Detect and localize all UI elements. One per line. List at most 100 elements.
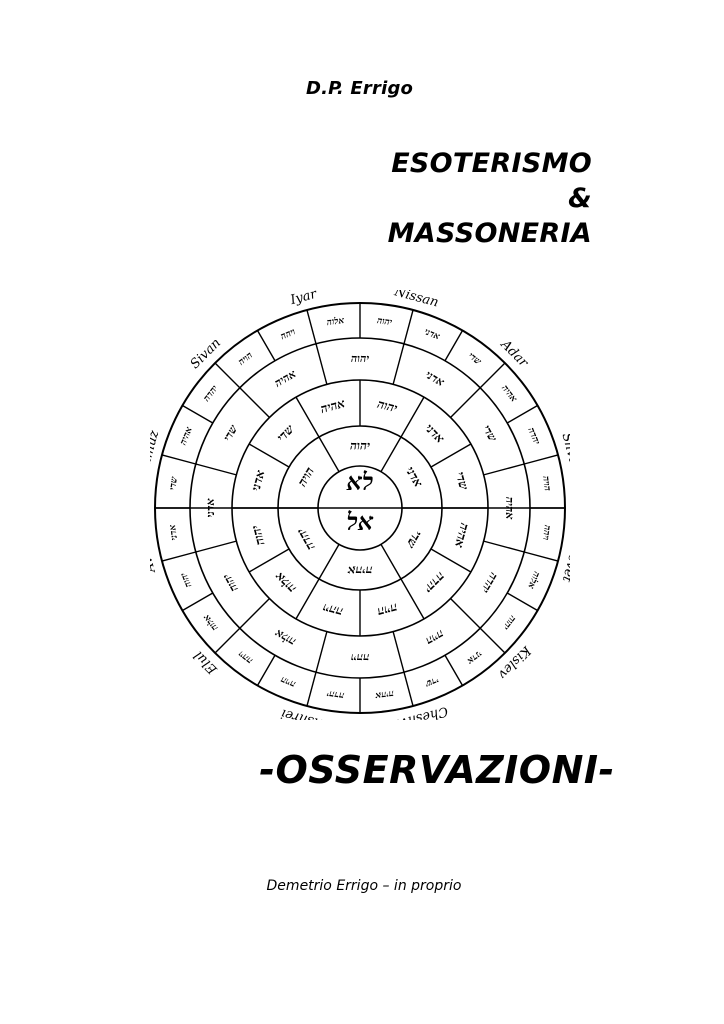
hebrew-glyph-cluster: הויה <box>237 351 255 368</box>
wheel-spoke <box>295 396 320 438</box>
hebrew-glyph-cluster: ויהה <box>279 327 297 342</box>
wheel-spoke <box>315 343 328 385</box>
hebrew-glyph-cluster: יהוה <box>179 570 194 588</box>
hebrew-glyph-cluster: יהוה <box>376 316 393 328</box>
author-name: D.P. Errigo <box>306 78 414 99</box>
hebrew-glyph-cluster: הויה <box>295 465 317 489</box>
wheel-spoke <box>479 362 506 389</box>
wheel-spoke <box>214 362 241 389</box>
hebrew-glyph-cluster: אלוה <box>272 569 299 596</box>
wheel-spoke <box>483 540 525 553</box>
month-label-iyar: Iyar <box>288 290 319 308</box>
wheel-spoke <box>380 544 402 580</box>
wheel-spoke <box>295 578 320 620</box>
calendar-wheel-svg: יהוהאדנישדיאהיהיהדההויהיהוהאדנישדיאהיהיה… <box>137 284 583 734</box>
hebrew-glyph-cluster: אדני <box>423 327 442 342</box>
wheel-spoke <box>479 627 506 654</box>
hebrew-glyph-cluster: אדני <box>422 421 447 446</box>
hebrew-glyph-cluster: הויה <box>376 601 399 620</box>
hebrew-glyph-cluster: אלוה <box>326 315 345 328</box>
hebrew-glyph-cluster: יהדה <box>326 688 345 700</box>
wheel-spoke <box>392 343 405 385</box>
hebrew-glyph-cluster: שדי <box>466 351 483 367</box>
wheel-spoke <box>306 672 317 707</box>
wheel-spoke <box>450 598 481 629</box>
publisher-line: Demetrio Errigo – in proprio <box>266 878 462 894</box>
wheel-spoke <box>430 548 472 573</box>
hebrew-glyph-cluster: שדי <box>168 476 180 491</box>
title-line-massoneria: MASSONERIA <box>387 218 592 249</box>
hebrew-glyph-cluster: אהיה <box>499 383 518 404</box>
hebrew-glyph-cluster: יהדה <box>478 570 500 595</box>
wheel-spoke <box>524 454 559 465</box>
month-label-tishrei: Tishrei <box>279 705 327 720</box>
hebrew-glyph-cluster: הויה <box>540 475 552 491</box>
wheel-spoke <box>256 654 276 686</box>
wheel-spoke <box>318 544 340 580</box>
hebrew-glyph-cluster: אהיה <box>179 426 195 447</box>
hebrew-glyph-cluster: אדני <box>168 524 180 541</box>
book-title: ESOTERISMO & MASSONERIA <box>388 146 592 251</box>
hebrew-glyph-cluster: אדני <box>204 497 217 517</box>
wheel-spoke <box>400 396 425 438</box>
month-label-av: Av <box>150 554 159 575</box>
hebrew-glyph-cluster: יהדה <box>294 526 318 553</box>
hebrew-glyph-cluster: אהיה <box>374 688 394 700</box>
hebrew-glyph-cluster: יהדה <box>525 426 541 446</box>
wheel-spoke <box>195 463 237 476</box>
wheel-spoke <box>315 631 328 673</box>
wheel-spoke <box>380 436 402 472</box>
hebrew-glyph-cluster: אלוה <box>272 626 298 648</box>
wheel-spoke <box>483 463 525 476</box>
title-line-ampersand: & <box>568 183 592 214</box>
hebrew-glyph-cluster: שדי <box>480 423 500 445</box>
hebrew-glyph-cluster: הויה <box>279 674 297 689</box>
wheel-spoke <box>403 309 414 344</box>
wheel-spoke <box>195 540 237 553</box>
wheel-spoke <box>239 598 270 629</box>
wheel-spoke <box>392 631 405 673</box>
hebrew-glyph-cluster: שדי <box>403 528 424 551</box>
hebrew-glyph-cluster: אהיה <box>503 497 516 521</box>
hebrew-glyph-cluster: הויה <box>424 627 446 647</box>
wheel-spoke <box>248 443 290 468</box>
wheel-spoke <box>161 454 196 465</box>
title-line-esoterismo: ESOTERISMO <box>391 148 592 179</box>
hebrew-glyph-cluster: שדי <box>453 470 471 491</box>
hebrew-glyph-cluster: ויהה <box>351 651 370 664</box>
hebrew-glyph-cluster: ויהה <box>321 601 344 620</box>
hebrew-glyph-cluster: יהוה <box>376 397 399 416</box>
wheel-spoke <box>524 551 559 562</box>
wheel-spoke <box>182 404 214 424</box>
hebrew-glyph-cluster: יהוה <box>350 439 370 453</box>
hebrew-glyph-cluster: שדי <box>221 422 241 444</box>
wheel-spoke <box>400 578 425 620</box>
wheel-spoke <box>506 404 538 424</box>
hebrew-glyph-cluster: שדי <box>274 422 297 445</box>
hebrew-glyph-cluster: אדני <box>465 648 484 666</box>
hebrew-glyph-cluster: יהוה <box>500 613 517 632</box>
wheel-spoke <box>239 387 270 418</box>
hebrew-glyph-cluster: אהיה <box>452 522 472 550</box>
hebrew-glyph-cluster: ויהה <box>540 524 552 540</box>
hebrew-glyph-cluster: יהדה <box>421 569 447 595</box>
center-glyph-bottom: אל <box>347 507 374 536</box>
hebrew-glyph-cluster: יהוה <box>249 524 268 547</box>
wheel-spoke <box>214 627 241 654</box>
hebrew-glyph-cluster: אדני <box>423 368 447 389</box>
wheel-spoke <box>444 654 464 686</box>
hebrew-glyph-cluster: יהוה <box>351 352 369 365</box>
wheel-spoke <box>450 387 481 418</box>
hebrew-glyph-cluster: אדני <box>249 468 268 492</box>
hebrew-glyph-cluster: אהיה <box>319 396 347 416</box>
wheel-spoke <box>403 672 414 707</box>
hebrew-glyph-cluster: אהיה <box>272 367 299 390</box>
wheel-spoke <box>318 436 340 472</box>
month-label-tamuz: Tamuz <box>150 429 162 475</box>
subtitle-osservazioni: -OSSERVAZIONI- <box>259 748 615 792</box>
hebrew-glyph-cluster: אלוה <box>201 612 220 633</box>
wheel-spoke <box>248 548 290 573</box>
hebrew-glyph-cluster: אלוה <box>525 570 542 591</box>
wheel-spoke <box>182 592 214 612</box>
